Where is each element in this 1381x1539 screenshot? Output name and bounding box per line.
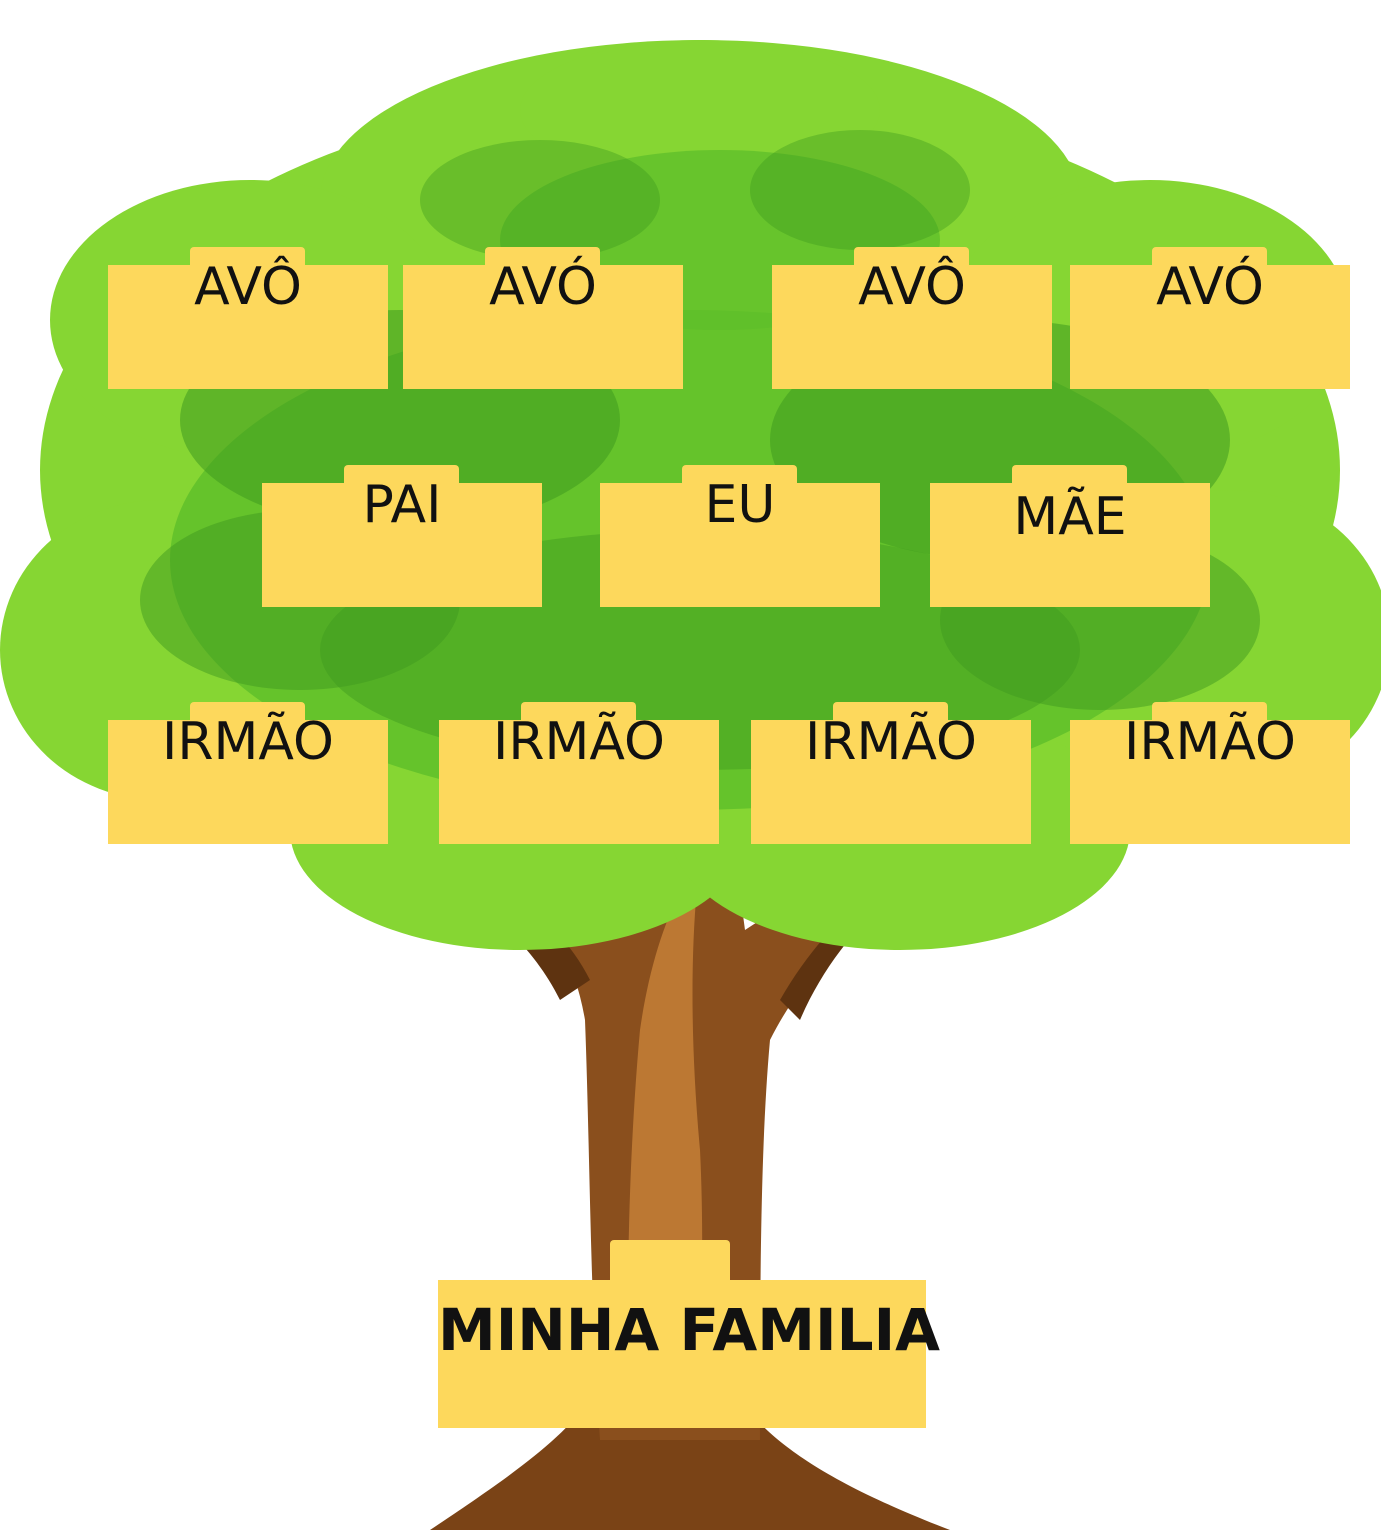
card-tab [190, 702, 305, 732]
card-tab [521, 702, 636, 732]
tree-roots [430, 1400, 950, 1530]
card-tab [1012, 465, 1127, 495]
card-label: AVÔ [858, 257, 966, 317]
page-title: MINHA FAMILIA [438, 1296, 941, 1364]
card-tab [833, 702, 948, 732]
card-label: IRMÃO [805, 712, 977, 772]
card-mother[interactable]: MÃE [930, 465, 1210, 607]
card-grandmother-1[interactable]: AVÓ [403, 247, 683, 389]
card-tab [1152, 247, 1267, 277]
title-card[interactable]: MINHA FAMILIA [438, 1240, 941, 1428]
card-tab [485, 247, 600, 277]
card-label: AVÔ [194, 257, 302, 317]
card-sibling-1[interactable]: IRMÃO [108, 702, 388, 844]
card-label: MÃE [1013, 487, 1127, 547]
card-tab [854, 247, 969, 277]
card-sibling-3[interactable]: IRMÃO [751, 702, 1031, 844]
card-me[interactable]: EU [600, 465, 880, 607]
card-label: IRMÃO [1124, 712, 1296, 772]
card-sibling-4[interactable]: IRMÃO [1070, 702, 1350, 844]
card-tab [610, 1240, 730, 1292]
card-tab [1152, 702, 1267, 732]
card-grandmother-2[interactable]: AVÓ [1070, 247, 1350, 389]
card-label: PAI [362, 475, 442, 535]
card-grandfather-1[interactable]: AVÔ [108, 247, 388, 389]
card-label: IRMÃO [162, 712, 334, 772]
card-tab [344, 465, 459, 495]
card-tab [682, 465, 797, 495]
card-label: AVÓ [1156, 257, 1264, 317]
card-label: IRMÃO [493, 712, 665, 772]
card-tab [190, 247, 305, 277]
trunk-shadow [420, 850, 935, 1020]
card-label: AVÓ [489, 257, 597, 317]
card-sibling-2[interactable]: IRMÃO [439, 702, 719, 844]
card-label: EU [704, 475, 776, 535]
card-grandfather-2[interactable]: AVÔ [772, 247, 1052, 389]
card-father[interactable]: PAI [262, 465, 542, 607]
